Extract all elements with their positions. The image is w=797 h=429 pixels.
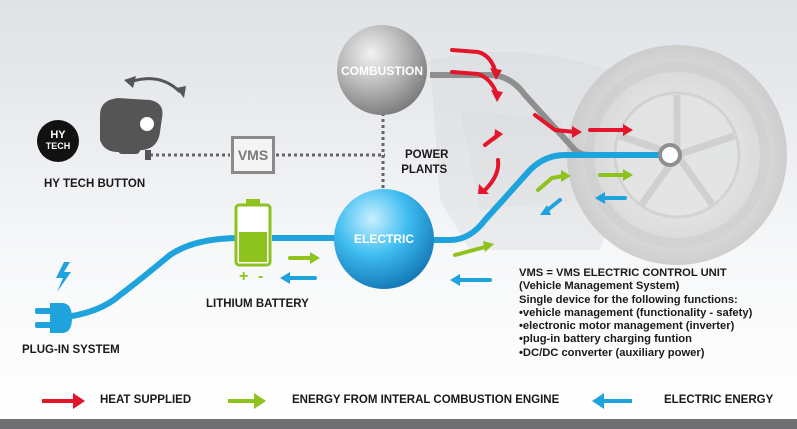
- electric-sphere: [334, 189, 434, 289]
- vms-info-block: VMS = VMS ELECTRIC CONTROL UNIT (Vehicle…: [519, 267, 752, 360]
- bottom-bar: [0, 419, 797, 429]
- power-plants-line2: PLANTS: [401, 164, 448, 176]
- battery-icon: [234, 199, 272, 267]
- battery-plus: +: [239, 268, 249, 285]
- hy-tech-logo-line2: TECH: [45, 141, 71, 151]
- power-plants-line1: POWER: [405, 149, 449, 161]
- heat-arrows: [450, 48, 627, 192]
- power-plants-label: POWER PLANTS: [400, 148, 448, 178]
- wheel-hub: [658, 143, 682, 167]
- info-line-3: Single device for the following function…: [519, 293, 738, 306]
- battery-minus: -: [258, 268, 264, 285]
- legend-energy-combustion: ENERGY FROM INTERAL COMBUSTION ENGINE: [292, 394, 560, 406]
- combustion-sphere: [337, 25, 427, 115]
- hy-tech-button-label: HY TECH BUTTON: [44, 178, 146, 190]
- lightning-icon: [56, 262, 71, 292]
- vms-box: VMS: [231, 136, 275, 174]
- legend-heat-supplied: HEAT SUPPLIED: [100, 394, 192, 406]
- hy-tech-logo: HY TECH: [37, 120, 79, 162]
- plug-in-system-label: PLUG-IN SYSTEM: [22, 344, 120, 356]
- legend-electric-energy: ELECTRIC ENERGY: [664, 394, 774, 406]
- hand-pressing-icon: [100, 98, 163, 160]
- hy-tech-logo-line1: HY: [50, 129, 66, 141]
- info-function-item: electronic motor management (inverter): [519, 320, 752, 333]
- legend-electric-arrow-icon: [592, 393, 632, 409]
- combustion-label: COMBUSTION: [341, 64, 423, 78]
- electric-line-plug: [59, 235, 241, 321]
- info-line-2: (Vehicle Management System): [519, 280, 680, 293]
- electric-line-main: [420, 152, 668, 243]
- electric-label: ELECTRIC: [354, 232, 414, 246]
- info-line-1: VMS = VMS ELECTRIC CONTROL UNIT: [519, 267, 727, 279]
- info-function-item: vehicle management (functionality - safe…: [519, 307, 752, 320]
- rotate-arrow-icon: [129, 77, 182, 94]
- legend-combustion-arrow-icon: [228, 393, 266, 409]
- info-function-item: plug-in battery charging funtion: [519, 333, 752, 346]
- lithium-battery-label: LITHIUM BATTERY: [206, 298, 309, 310]
- combustion-energy-arrows: [288, 173, 627, 260]
- info-function-item: DC/DC converter (auxiliary power): [519, 347, 752, 360]
- plug-icon: [35, 303, 72, 333]
- legend-heat-arrow-icon: [42, 393, 85, 409]
